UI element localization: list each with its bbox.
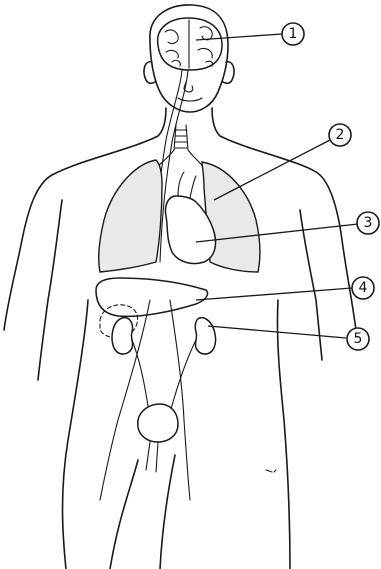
callout-3: 3 <box>357 212 379 234</box>
svg-text:3: 3 <box>364 215 373 231</box>
callout-5: 5 <box>347 328 369 350</box>
left-arm-inner <box>38 200 62 380</box>
right-arm-inner <box>300 210 322 360</box>
left-leg-inner <box>110 460 138 569</box>
bladder <box>138 404 178 442</box>
callout-1: 1 <box>282 23 304 45</box>
liver <box>96 278 208 316</box>
svg-text:5: 5 <box>354 331 363 347</box>
left-lung <box>99 160 162 272</box>
waist-left <box>63 300 89 569</box>
trachea <box>174 125 188 150</box>
left-kidney <box>112 318 133 354</box>
waist-right <box>277 300 290 569</box>
svg-text:2: 2 <box>336 127 345 143</box>
vessel-right <box>170 300 190 500</box>
right-kidney <box>195 318 215 354</box>
leader-line-4 <box>196 288 352 300</box>
stray-mark <box>266 470 276 472</box>
svg-text:4: 4 <box>359 280 368 296</box>
right-leg-inner <box>160 455 175 569</box>
urethra <box>146 442 158 472</box>
svg-text:1: 1 <box>289 26 298 42</box>
callout-2: 2 <box>329 124 351 146</box>
callout-4: 4 <box>352 277 374 299</box>
